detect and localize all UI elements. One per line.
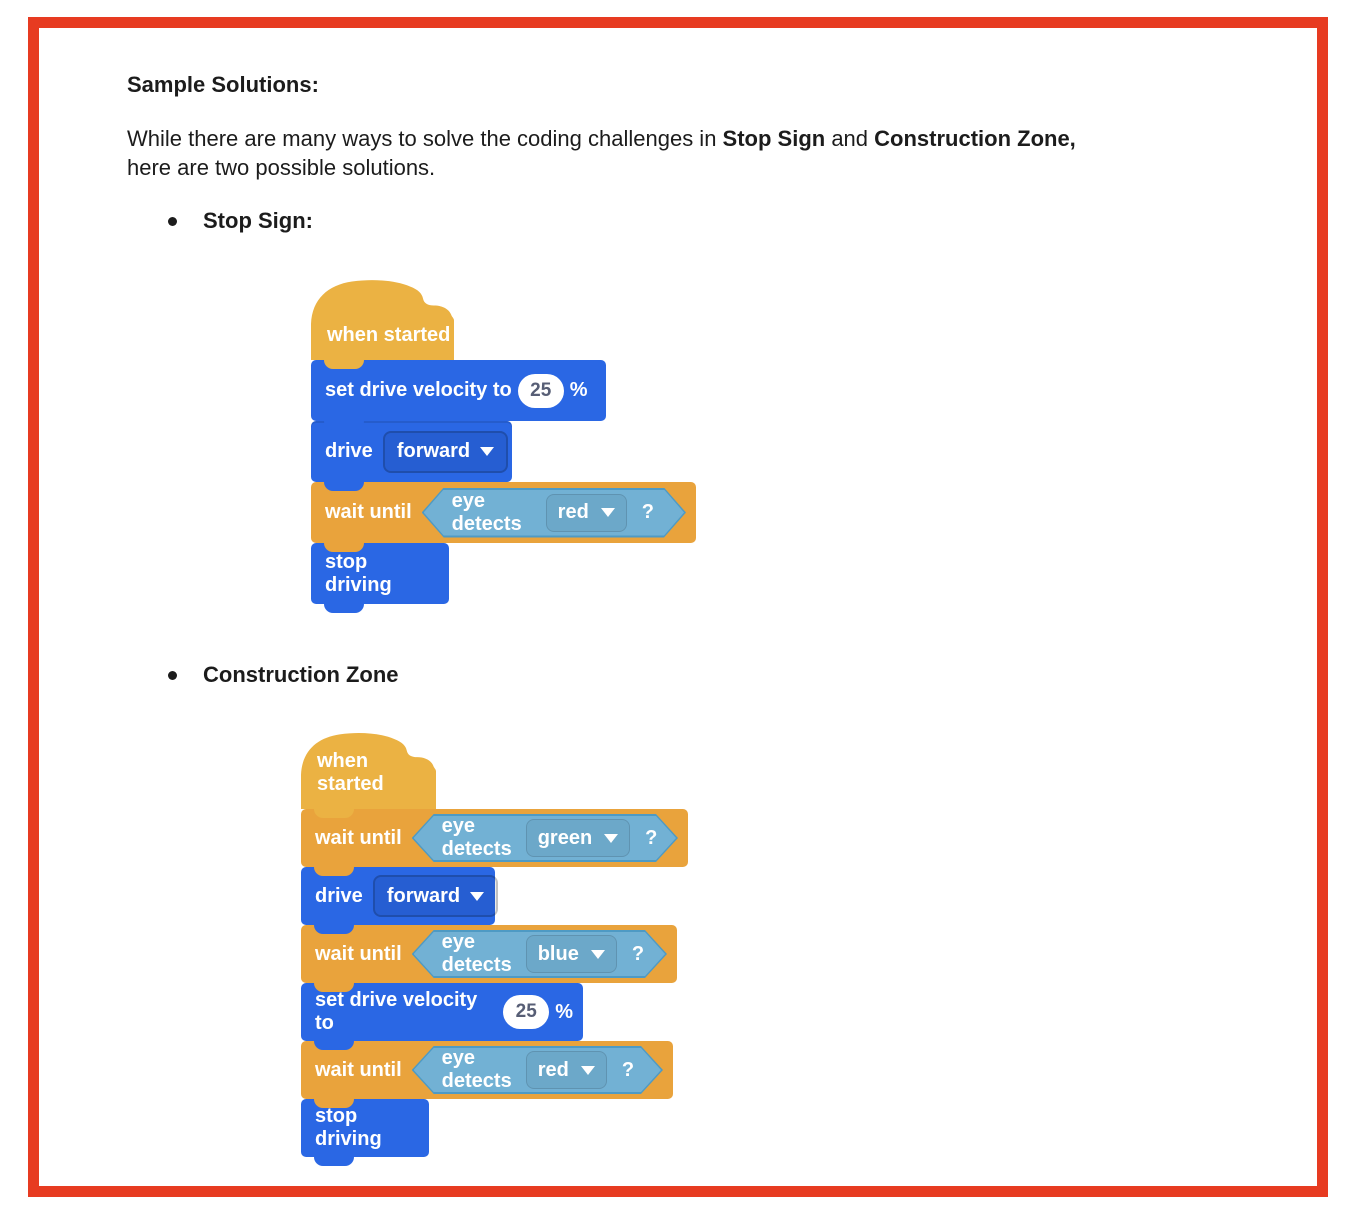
block-label: wait until xyxy=(315,1058,402,1081)
question-mark-label: ? xyxy=(641,501,654,523)
block-label: set drive velocity to xyxy=(325,379,512,401)
block-label: when started xyxy=(317,750,384,795)
condition-hexagon-inner: eye detects red ? xyxy=(414,1048,661,1092)
color-dropdown: blue xyxy=(526,935,617,973)
bullet-item-construction-zone: Construction Zone xyxy=(168,662,399,688)
velocity-value-field: 25 xyxy=(503,995,550,1029)
bullet-item-stop-sign: Stop Sign: xyxy=(168,208,313,234)
intro-text: here are two possible solutions. xyxy=(127,155,436,180)
condition-hexagon: eye detects green ? xyxy=(412,814,678,862)
block-set-drive-velocity: set drive velocity to 25 % xyxy=(301,983,583,1050)
block-wait-until-green: wait until eye detects green ? xyxy=(301,809,688,876)
unit-label: % xyxy=(555,1000,573,1023)
caret-down-icon xyxy=(470,891,485,901)
block-label: wait until xyxy=(315,942,402,965)
question-mark-label: ? xyxy=(621,1058,635,1081)
caret-down-icon xyxy=(581,1066,595,1075)
block-set-drive-velocity: set drive velocity to 25 % xyxy=(311,360,606,430)
condition-hexagon: eye detects red ? xyxy=(412,1046,663,1094)
question-mark-label: ? xyxy=(645,826,658,849)
condition-label: eye detects xyxy=(441,1047,512,1092)
unit-label: % xyxy=(569,379,588,401)
stop-sign-code-stack: when started set drive velocity to 25 % … xyxy=(311,278,696,613)
caret-down-icon xyxy=(480,447,495,456)
condition-hexagon: eye detects blue ? xyxy=(412,930,667,978)
hat-block-shape xyxy=(301,733,436,809)
block-wait-until-red: wait until eye detects red ? xyxy=(301,1041,673,1108)
condition-hexagon-inner: eye detects green ? xyxy=(414,816,676,860)
color-dropdown: red xyxy=(546,494,627,532)
caret-down-icon xyxy=(604,834,618,843)
intro-bold-stop-sign: Stop Sign xyxy=(722,126,826,151)
intro-paragraph: While there are many ways to solve the c… xyxy=(127,124,1076,182)
dropdown-value: green xyxy=(537,826,593,849)
drive-direction-dropdown: forward xyxy=(382,430,509,473)
intro-text: and xyxy=(825,126,875,151)
caret-down-icon xyxy=(591,950,605,959)
block-label: stop driving xyxy=(315,1105,382,1150)
condition-label: eye detects xyxy=(441,931,512,976)
construction-zone-code-stack: when started wait until eye detects gree… xyxy=(301,731,688,1166)
dropdown-value: forward xyxy=(386,884,461,907)
dropdown-value: red xyxy=(537,1058,569,1081)
caret-down-icon xyxy=(601,508,615,517)
block-wait-until: wait until eye detects red ? xyxy=(311,482,696,552)
condition-hexagon-inner: eye detects red ? xyxy=(424,490,684,536)
block-drive: drive forward xyxy=(311,421,512,491)
bullet-icon xyxy=(168,670,177,680)
block-when-started: when started xyxy=(311,278,454,369)
block-stop-driving: stop driving xyxy=(311,543,449,613)
dropdown-value: blue xyxy=(537,942,579,965)
drive-direction-dropdown: forward xyxy=(372,875,499,917)
block-label: wait until xyxy=(325,501,412,523)
block-wait-until-blue: wait until eye detects blue ? xyxy=(301,925,677,992)
dropdown-value: red xyxy=(557,501,589,523)
block-drive: drive forward xyxy=(301,867,499,934)
condition-label: eye detects xyxy=(441,815,512,860)
hat-block-shape xyxy=(311,280,454,360)
block-label: set drive velocity to xyxy=(315,989,478,1034)
block-label: stop driving xyxy=(325,550,392,596)
color-dropdown: green xyxy=(526,819,630,857)
page-title: Sample Solutions: xyxy=(127,72,319,97)
block-label: drive xyxy=(325,440,373,462)
velocity-value-field: 25 xyxy=(517,373,564,408)
condition-hexagon: eye detects red ? xyxy=(422,488,686,538)
block-label: when started xyxy=(327,324,451,346)
block-stop-driving: stop driving xyxy=(301,1099,429,1166)
block-label: drive xyxy=(315,884,363,907)
red-border-frame: Sample Solutions: While there are many w… xyxy=(28,17,1328,1197)
question-mark-label: ? xyxy=(631,942,645,965)
intro-text: While there are many ways to solve the c… xyxy=(127,126,723,151)
block-label: wait until xyxy=(315,826,402,849)
bullet-label: Construction Zone xyxy=(203,662,399,687)
dropdown-value: forward xyxy=(396,440,471,462)
block-when-started: when started xyxy=(301,731,436,818)
condition-hexagon-inner: eye detects blue ? xyxy=(414,932,665,976)
bullet-label: Stop Sign: xyxy=(203,208,313,233)
bullet-icon xyxy=(168,216,177,226)
condition-label: eye detects xyxy=(451,489,522,535)
color-dropdown: red xyxy=(526,1051,607,1089)
intro-bold-construction-zone: Construction Zone, xyxy=(874,126,1076,151)
